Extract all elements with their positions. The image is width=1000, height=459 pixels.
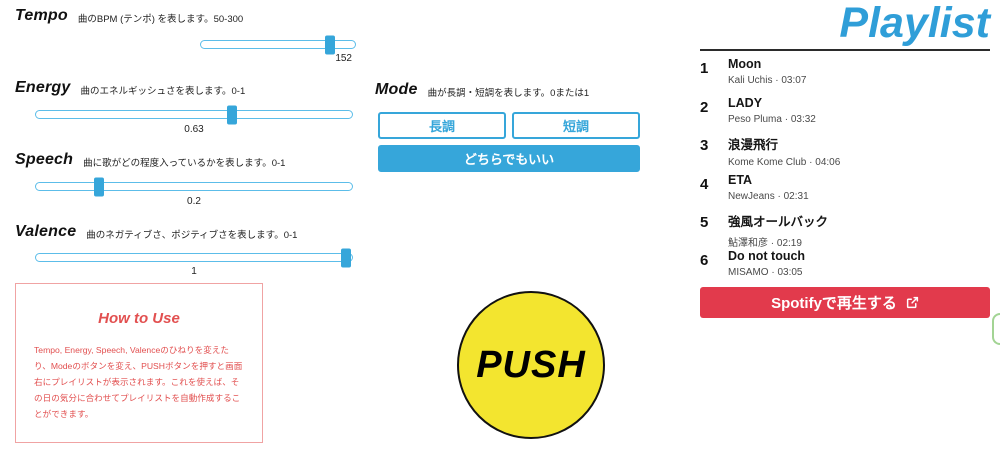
meta-separator: · [809,157,813,168]
meta-separator: · [771,267,775,278]
tempo-slider-handle[interactable] [325,35,336,54]
valence-slider-handle[interactable] [340,248,351,267]
tempo-header: Tempo 曲のBPM (テンポ) を表します。50-300 [15,7,243,25]
track-number: 5 [700,214,709,231]
speech-label: Speech [15,151,74,168]
meta-separator: · [777,191,781,202]
track-title: LADY [728,96,763,110]
speech-value: 0.2 [187,196,201,207]
valence-slider[interactable] [35,248,353,267]
mode-major-button[interactable]: 長調 [378,112,506,139]
energy-label: Energy [15,79,71,96]
mode-minor-button[interactable]: 短調 [512,112,640,139]
mode-header: Mode 曲が長調・短調を表します。0または1 [375,81,589,99]
track-meta: Peso Pluma · 03:32 [728,114,816,125]
track-title: 浪漫飛行 [728,138,779,152]
spotify-button-label: Spotifyで再生する [771,295,897,312]
track-meta: Kali Uchis · 03:07 [728,75,807,86]
track-number: 3 [700,137,709,154]
valence-label: Valence [15,223,77,240]
speech-description: 曲に歌がどの程度入っているかを表します。0-1 [83,157,286,169]
track-row[interactable]: 6 Do not touch MISAMO · 03:05 [700,249,990,278]
tempo-description: 曲のBPM (テンポ) を表します。50-300 [77,13,244,25]
tempo-label: Tempo [15,7,68,24]
edge-feedback-tab[interactable] [992,313,1000,345]
track-meta: Kome Kome Club · 04:06 [728,157,841,168]
energy-slider-handle[interactable] [226,105,237,124]
track-number: 6 [700,252,709,269]
valence-description: 曲のネガティブさ、ポジティブさを表します。0-1 [86,229,298,241]
track-row[interactable]: 4 ETA NewJeans · 02:31 [700,173,990,202]
meta-separator: · [770,238,775,249]
track-row[interactable]: 3 浪漫飛行 Kome Kome Club · 04:06 [700,134,990,168]
track-meta: MISAMO · 03:05 [728,267,803,278]
tempo-slider[interactable] [200,35,356,54]
track-number: 1 [700,60,709,77]
valence-value: 1 [191,266,197,277]
track-title: ETA [728,173,753,187]
how-to-use-body: Tempo, Energy, Speech, Valenceのひねりを変えたり、… [34,345,243,419]
energy-description: 曲のエネルギッシュさを表します。0-1 [80,85,246,97]
speech-header: Speech 曲に歌がどの程度入っているかを表します。0-1 [15,151,285,169]
speech-slider-handle[interactable] [94,177,105,196]
playlist-title: Playlist [839,0,990,47]
how-to-use-box: How to Use Tempo, Energy, Speech, Valenc… [15,283,263,443]
mode-label: Mode [375,81,418,98]
valence-header: Valence 曲のネガティブさ、ポジティブさを表します。0-1 [15,223,297,241]
playlist-divider [700,49,990,51]
energy-slider[interactable] [35,105,353,124]
play-on-spotify-button[interactable]: Spotifyで再生する [700,287,990,318]
track-title: Do not touch [728,249,806,263]
track-row[interactable]: 1 Moon Kali Uchis · 03:07 [700,57,990,86]
mode-description: 曲が長調・短調を表します。0または1 [427,87,590,99]
meta-separator: · [784,114,789,125]
energy-value: 0.63 [184,124,204,135]
push-button[interactable]: PUSH [457,291,605,439]
track-number: 2 [700,99,709,116]
track-number: 4 [700,176,709,193]
energy-header: Energy 曲のエネルギッシュさを表します。0-1 [15,79,245,97]
external-link-icon [906,296,919,309]
how-to-use-title: How to Use [98,310,180,327]
track-meta: NewJeans · 02:31 [728,191,809,202]
track-title: Moon [728,57,762,71]
track-title: 強風オールバック [728,215,829,229]
playlist-panel: Playlist 1 Moon Kali Uchis · 03:07 2 LAD… [700,0,990,318]
track-row[interactable]: 5 強風オールバック 鮎澤和彦 · 02:19 [700,211,990,249]
speech-slider[interactable] [35,177,353,196]
tempo-value: 152 [335,53,352,64]
mode-either-button[interactable]: どちらでもいい [378,145,640,172]
meta-separator: · [775,75,779,86]
track-meta: 鮎澤和彦 · 02:19 [728,238,802,249]
track-row[interactable]: 2 LADY Peso Pluma · 03:32 [700,96,990,125]
